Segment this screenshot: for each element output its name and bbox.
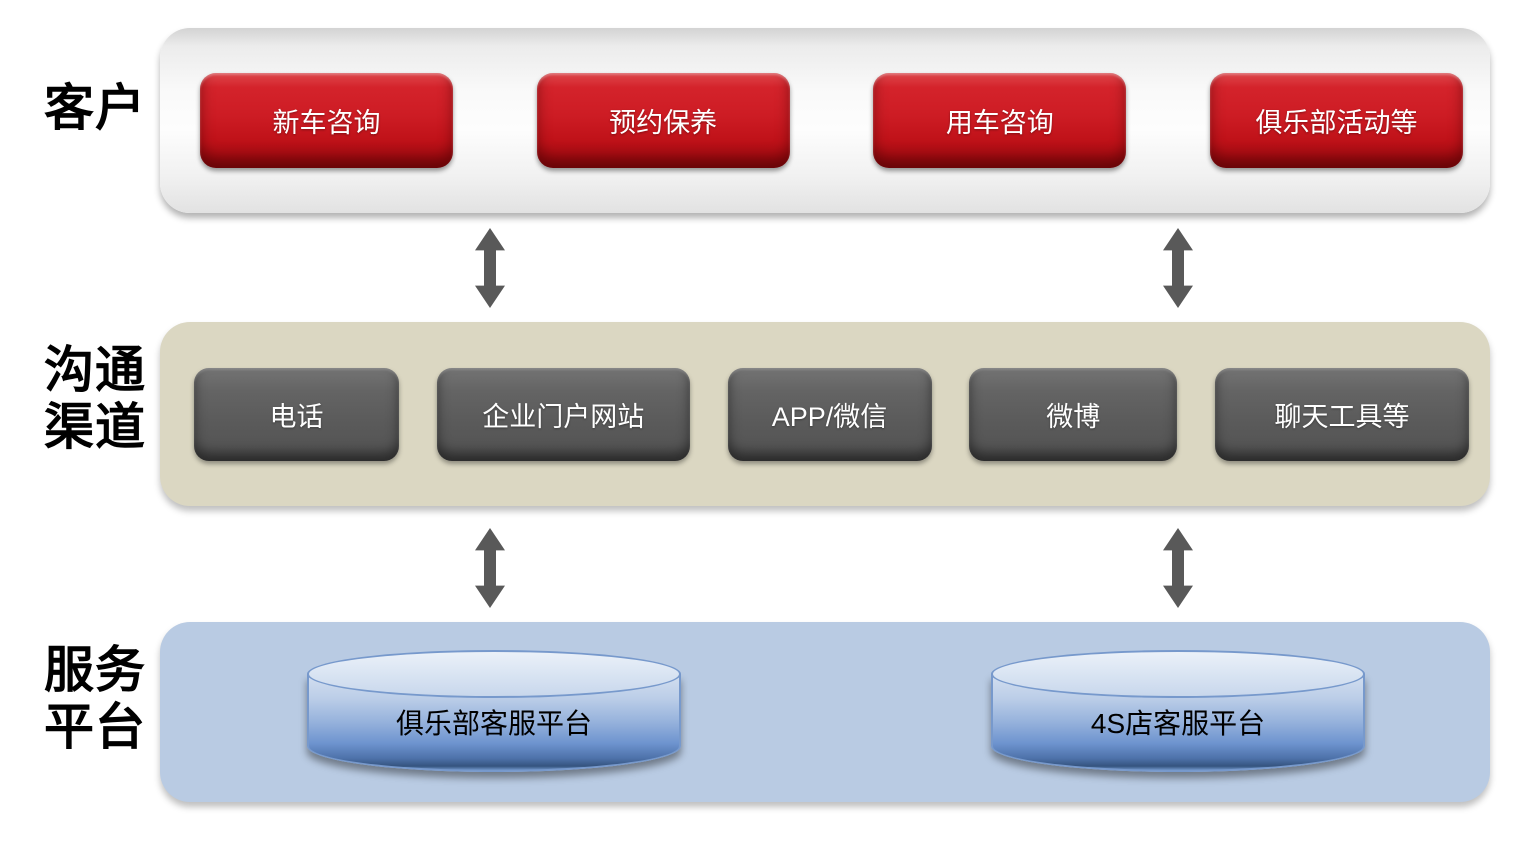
node-corporate-portal: 企业门户网站 [436, 367, 690, 461]
double-arrow-icon [1163, 528, 1193, 608]
customer-band-content: 新车咨询 预约保养 用车咨询 俱乐部活动等 [160, 28, 1490, 213]
node-car-use-inquiry: 用车咨询 [873, 73, 1127, 168]
platform-band: 俱乐部客服平台 4S店客服平台 [160, 622, 1490, 802]
cylinder-top [991, 650, 1365, 698]
node-4s-store-service-platform: 4S店客服平台 [991, 650, 1365, 772]
channels-band: 电话 企业门户网站 APP/微信 微博 聊天工具等 [160, 322, 1490, 506]
node-club-service-platform: 俱乐部客服平台 [307, 650, 681, 772]
cylinder-label: 4S店客服平台 [1090, 708, 1266, 739]
node-app-wechat: APP/微信 [727, 367, 932, 461]
node-weibo: 微博 [969, 367, 1178, 461]
double-arrow-icon [1163, 228, 1193, 308]
layer-label-customer: 客户 [44, 80, 146, 136]
channels-band-content: 电话 企业门户网站 APP/微信 微博 聊天工具等 [160, 322, 1490, 506]
node-chat-tools: 聊天工具等 [1215, 367, 1469, 461]
cylinder-label: 俱乐部客服平台 [395, 708, 592, 739]
node-maintenance-booking: 预约保养 [536, 73, 790, 168]
double-arrow-icon [475, 528, 505, 608]
layer-label-channels: 沟通 渠道 [44, 342, 146, 455]
cylinder-top [307, 650, 681, 698]
double-arrow-icon [475, 228, 505, 308]
node-club-activities: 俱乐部活动等 [1209, 73, 1463, 168]
layer-label-platform: 服务 平台 [44, 642, 146, 755]
node-telephone: 电话 [194, 367, 399, 461]
node-new-car-inquiry: 新车咨询 [200, 73, 453, 168]
customer-band: 新车咨询 预约保养 用车咨询 俱乐部活动等 [160, 28, 1490, 213]
